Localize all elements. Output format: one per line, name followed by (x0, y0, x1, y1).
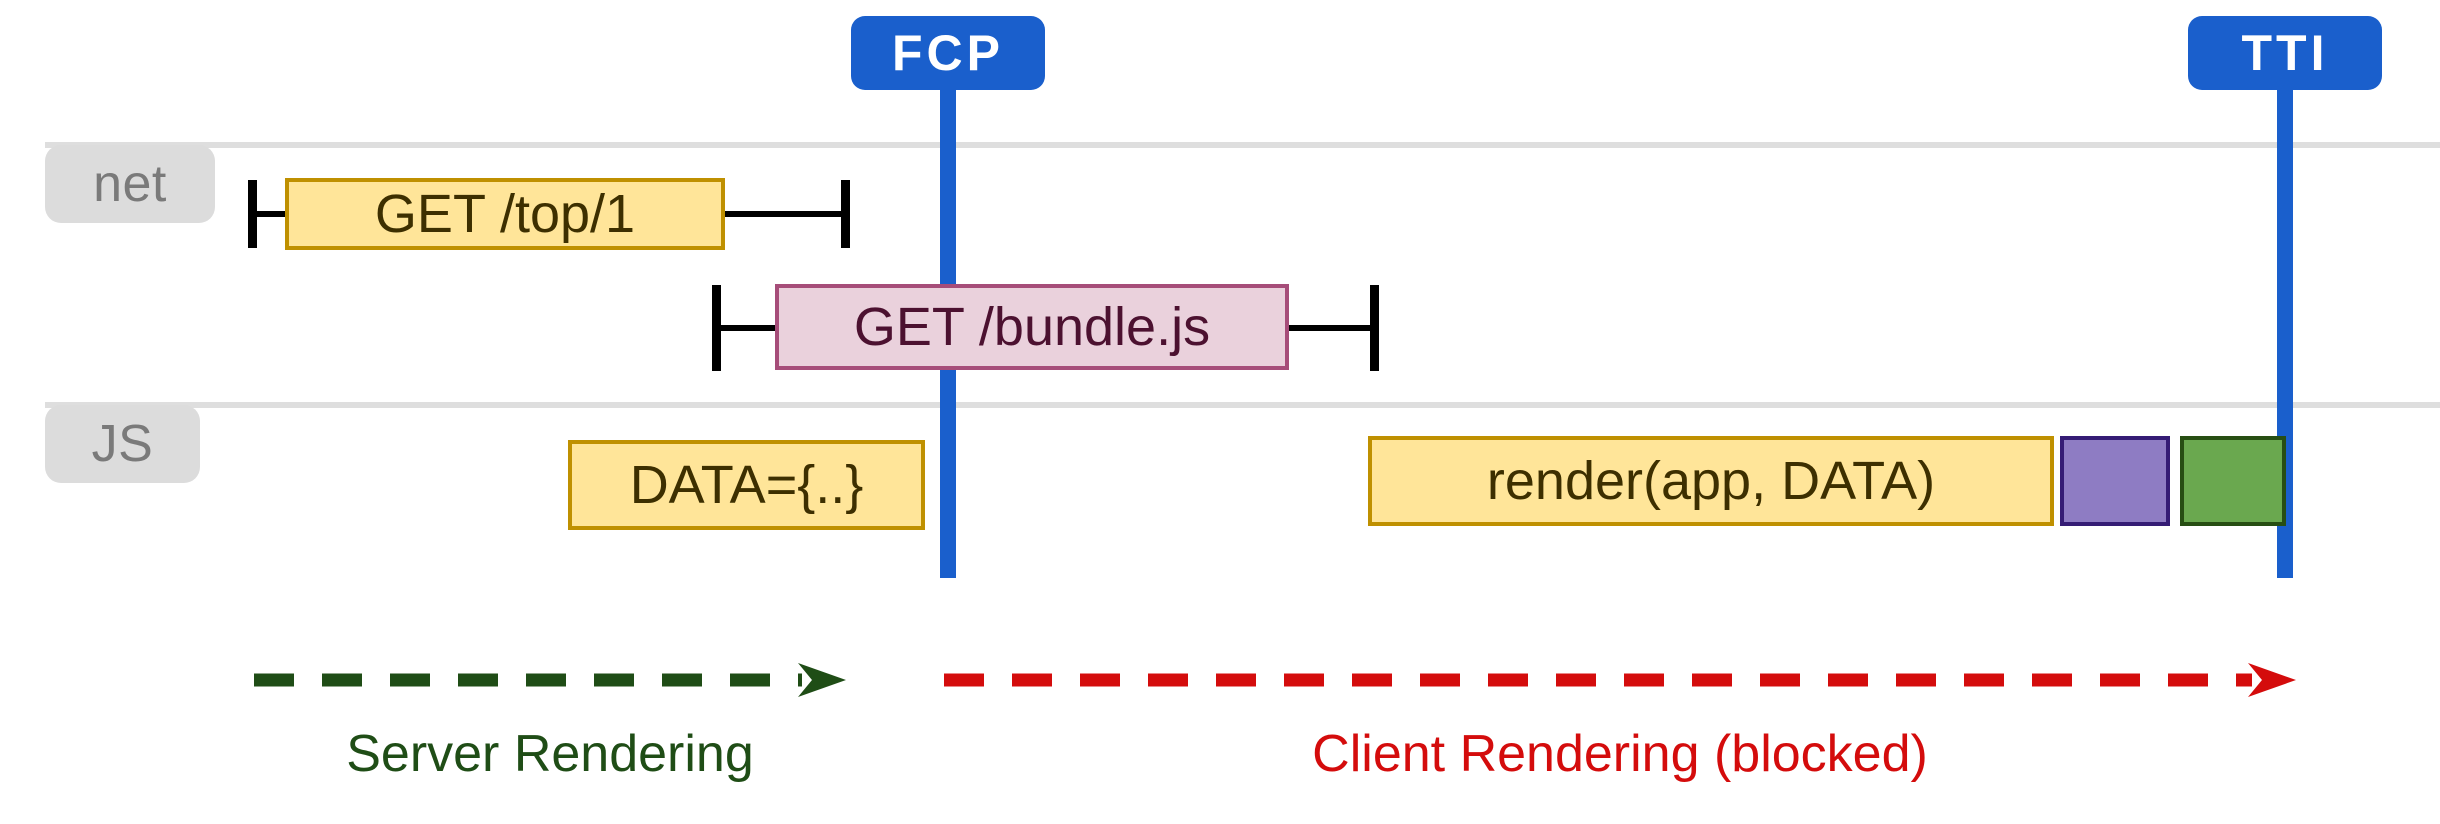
lane-rule-net (45, 142, 2440, 148)
task-get-top[interactable]: GET /top/1 (285, 178, 725, 250)
phase-client-rendering-label: Client Rendering (blocked) (1312, 725, 1928, 783)
phase-server-rendering-label: Server Rendering (346, 725, 754, 783)
server-rendering-arrow-icon (254, 663, 846, 697)
whisker-cap-end-get-top (841, 180, 850, 248)
lane-rule-js (45, 402, 2440, 408)
task-get-bundle-label: GET /bundle.js (853, 297, 1211, 357)
task-render[interactable]: render(app, DATA) (1368, 436, 2054, 526)
task-get-top-label: GET /top/1 (374, 184, 636, 244)
whisker-stem-start-get-top (252, 211, 294, 217)
whisker-stem-end-get-bundle (1285, 325, 1378, 331)
whisker-cap-end-get-bundle (1370, 285, 1379, 371)
task-block-green[interactable] (2180, 436, 2286, 526)
task-data-label: DATA={..} (629, 455, 864, 515)
whisker-stem-start-get-bundle (716, 325, 779, 331)
lane-label-net: net (45, 145, 215, 223)
task-get-bundle[interactable]: GET /bundle.js (775, 284, 1289, 370)
lane-label-js: JS (45, 405, 200, 483)
tti-marker-badge[interactable]: TTI (2188, 16, 2382, 90)
task-block-purple[interactable] (2060, 436, 2170, 526)
fcp-marker-badge[interactable]: FCP (851, 16, 1045, 90)
task-data[interactable]: DATA={..} (568, 440, 925, 530)
client-rendering-arrow-icon (944, 663, 2296, 697)
task-render-label: render(app, DATA) (1486, 451, 1936, 511)
whisker-stem-end-get-top (720, 211, 849, 217)
